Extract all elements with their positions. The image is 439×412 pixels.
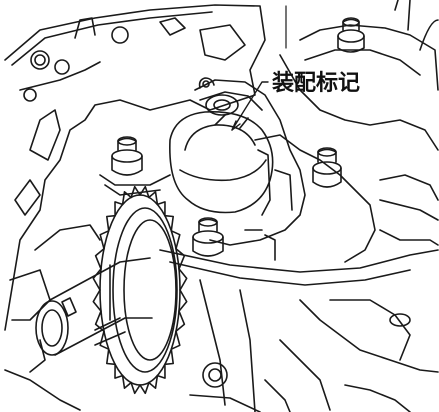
crankshaft-main-bearing-cap (194, 77, 306, 246)
sprocket-tooth (92, 268, 102, 291)
crankshaft-sprocket (92, 185, 188, 395)
crankshaft-nose (35, 257, 153, 356)
sprocket-tooth (106, 214, 116, 232)
cap-bolt-top-right (337, 17, 365, 53)
sprocket-tooth (114, 363, 124, 379)
sprocket-tooth (175, 248, 186, 270)
assembly-mark-callout (231, 5, 287, 131)
sprocket-tooth (164, 348, 174, 366)
sprocket-tooth (106, 348, 116, 366)
sprocket-tooth (99, 330, 110, 350)
sprocket-tooth (94, 310, 105, 332)
sprocket-tooth (92, 289, 102, 312)
sprocket-tooth (130, 185, 141, 199)
cap-bolt-center-right (312, 147, 342, 188)
lower-block-casting (159, 229, 439, 412)
sprocket-tooth (175, 310, 186, 332)
sprocket-tooth (148, 374, 159, 389)
cap-bolt-lower-center (192, 217, 224, 257)
sprocket-tooth (148, 191, 159, 206)
sprocket-tooth (94, 248, 105, 270)
sprocket-tooth (156, 201, 166, 217)
engine-block (4, 4, 266, 411)
sprocket-tooth (121, 374, 132, 389)
assembly-mark-label: 装配标记 (272, 70, 360, 96)
sprocket-tooth (170, 230, 181, 250)
sprocket-tooth (130, 381, 141, 395)
sprocket-tooth (178, 268, 188, 291)
sprocket-tooth (178, 289, 188, 312)
sprocket-tooth (121, 191, 132, 206)
sprocket-tooth (156, 363, 166, 379)
crank-web (169, 111, 274, 214)
sprocket-tooth (139, 381, 150, 395)
shaft-keyway (61, 297, 77, 317)
cap-side-right (244, 134, 376, 263)
sprocket-tooth (164, 214, 174, 232)
sprocket-tooth (99, 230, 110, 250)
sprocket-tooth (139, 185, 150, 199)
upper-casting-right (279, 0, 439, 221)
sprocket-tooth (114, 201, 124, 217)
sprocket-tooth (170, 330, 181, 350)
